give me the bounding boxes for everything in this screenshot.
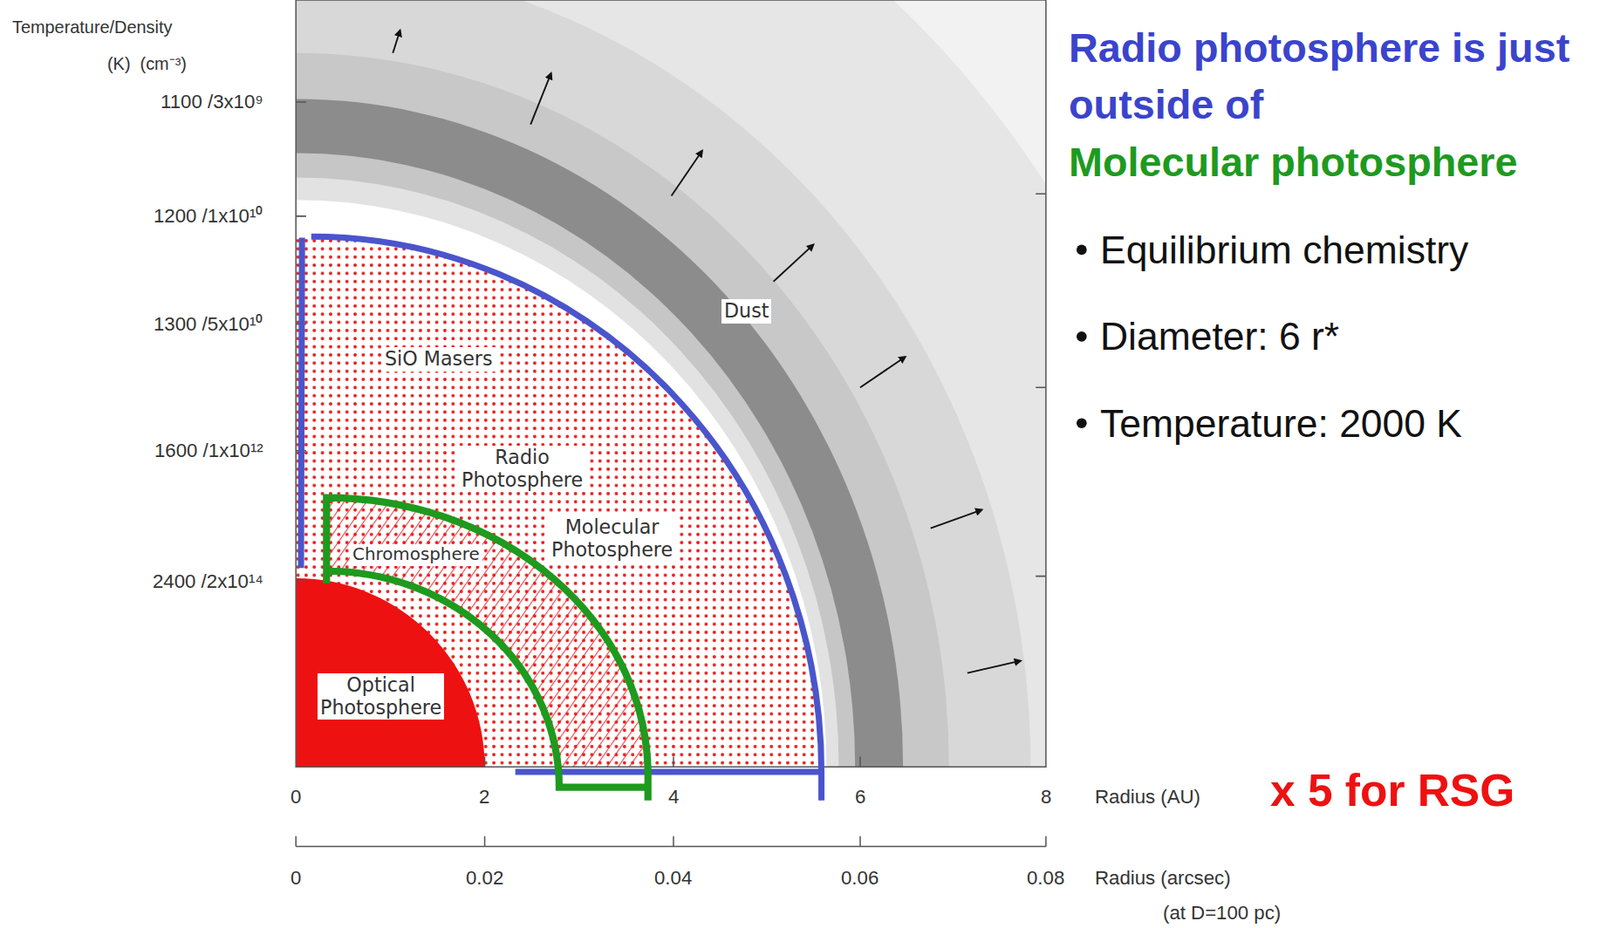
tick-label: 4	[668, 786, 679, 808]
tick-label: 0.08	[1026, 867, 1065, 889]
region-name: SiO Masers	[384, 347, 493, 370]
figure-line	[671, 150, 703, 196]
tick-label: 0.04	[654, 867, 692, 889]
figure-path	[1035, 193, 1047, 576]
figure-line	[530, 73, 551, 124]
tick-label-box: 0	[290, 786, 301, 809]
region-name: Radio Photosphere	[461, 445, 583, 492]
axis-title-box: Temperature/Density	[12, 17, 172, 38]
region-name: Molecular Photosphere	[551, 515, 673, 561]
note: x 5 for RSG	[1270, 765, 1515, 816]
region-label: Molecular Photosphere	[548, 515, 676, 562]
figure-circle	[1076, 417, 1088, 429]
tick-label: 0.02	[465, 867, 504, 889]
tick-label-box: 1100 /3x10⁹	[160, 90, 264, 114]
figure-ellipse	[295, 199, 827, 767]
heading: Molecular photosphere	[1068, 139, 1518, 185]
figure-ellipse	[295, 0, 1047, 767]
tick-label: 0	[290, 786, 301, 808]
heading-box: Molecular photosphere	[1068, 139, 1518, 187]
region-label: Optical Photosphere	[317, 673, 445, 720]
bullet-text-box: Diameter: 6 r*	[1100, 314, 1340, 359]
tick-label-box: 2400 /2x10¹⁴	[152, 570, 264, 594]
bullet-dots	[1076, 245, 1088, 429]
bullet-text-box: Temperature: 2000 K	[1100, 401, 1463, 446]
tick-label-box: 1600 /1x10¹²	[154, 439, 264, 463]
tick-label-box: 6	[854, 786, 866, 809]
heading-box: Radio photosphere is just outside of	[1068, 20, 1580, 135]
tick-label-box: 1300 /5x10¹⁰	[153, 313, 263, 336]
figure-line	[967, 661, 1021, 674]
tick-label-box: 0.02	[465, 867, 504, 890]
figure-path	[295, 836, 1047, 848]
bullet-text: Diameter: 6 r*	[1100, 314, 1340, 358]
figure-ellipse	[295, 53, 950, 767]
tick-label-box: 4	[668, 786, 679, 809]
figure-circle	[1076, 331, 1088, 342]
bullet-text: Equilibrium chemistry	[1100, 228, 1469, 272]
figure-ellipse	[295, 152, 855, 767]
region-name: Optical Photosphere	[320, 673, 442, 719]
axis-title: Radius (AU)	[1094, 786, 1201, 808]
figure-ellipse	[295, 0, 1031, 767]
axis-units-box: (K) (cm⁻³)	[107, 54, 187, 75]
tick-label-box: 8	[1040, 786, 1052, 809]
dust-shells	[295, 0, 1047, 767]
tick-label-box: 2	[478, 786, 490, 809]
tick-label: 0	[290, 867, 301, 889]
tick-label: 1100 /3x10⁹	[160, 90, 264, 113]
tick-label: 1200 /1x10¹⁰	[153, 205, 263, 227]
tick-label: 2	[478, 786, 490, 808]
axis-note-box: (at D=100 pc)	[1162, 902, 1281, 925]
tick-label-box: 0	[290, 867, 301, 890]
figure-ellipse	[295, 98, 903, 767]
radio-photosphere-bracket	[300, 236, 822, 801]
figure-ellipse	[295, 177, 839, 767]
region-label: Radio Photosphere	[458, 445, 586, 493]
axis-units: (K) (cm⁻³)	[107, 54, 187, 74]
figure-line	[392, 30, 400, 54]
tick-label: 0.06	[841, 867, 879, 889]
figure-path	[485, 757, 861, 768]
region-name: Chromosphere	[352, 544, 480, 565]
tick-label: 2400 /2x10¹⁴	[152, 570, 264, 593]
tick-label-box: 1200 /1x10¹⁰	[153, 205, 263, 228]
figure-path	[300, 236, 822, 801]
region-label: Chromosphere	[349, 544, 483, 567]
note-box: x 5 for RSG	[1270, 765, 1515, 817]
axis-title: Temperature/Density	[12, 17, 172, 37]
tick-label-box: 0.06	[841, 867, 879, 890]
figure-line	[930, 510, 982, 529]
bullet-text-box: Equilibrium chemistry	[1100, 227, 1469, 273]
tick-label-box: 0.04	[654, 867, 692, 890]
tick-label: 1300 /5x10¹⁰	[153, 313, 263, 336]
tick-label: 1600 /1x10¹²	[154, 439, 264, 462]
axis-note: (at D=100 pc)	[1162, 902, 1281, 924]
region-name: Dust	[724, 299, 769, 322]
axis-title-box: Radius (arcsec)	[1094, 867, 1231, 890]
tick-label: 6	[854, 786, 866, 808]
region-label: SiO Masers	[382, 347, 496, 372]
tick-label-box: 0.08	[1026, 867, 1065, 890]
figure-line	[860, 356, 905, 388]
tick-label: 8	[1040, 786, 1052, 808]
figure-rect	[295, 0, 1047, 767]
region-label: Dust	[721, 299, 772, 324]
figure-line	[773, 245, 814, 282]
plot-frame	[295, 0, 1047, 847]
axis-title-box: Radius (AU)	[1094, 786, 1201, 809]
figure-circle	[1076, 245, 1088, 256]
heading: Radio photosphere is just outside of	[1068, 25, 1570, 128]
bullet-text: Temperature: 2000 K	[1100, 402, 1463, 445]
axis-title: Radius (arcsec)	[1094, 867, 1231, 889]
